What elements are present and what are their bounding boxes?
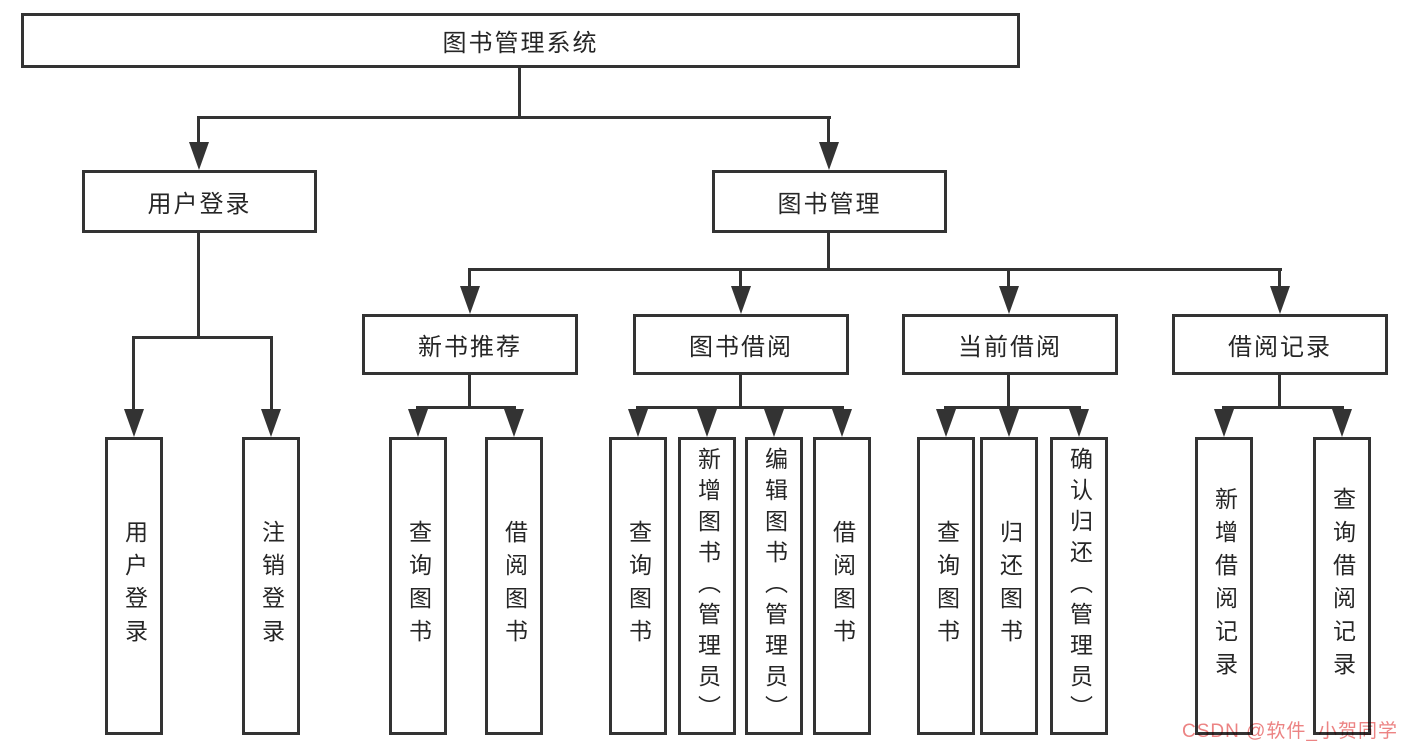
leaf-add-borrow-record: 新增借阅记录 — [1195, 437, 1253, 735]
node-new-books-label: 新书推荐 — [418, 334, 522, 361]
leaf-borrow-book-2: 借阅图书 — [813, 437, 871, 735]
leaf-user-login: 用户登录 — [105, 437, 163, 735]
leaf-logout-label: 注销登录 — [258, 520, 285, 652]
connector — [1007, 268, 1010, 290]
arrowhead-icon — [1270, 286, 1290, 314]
leaf-query-book-2: 查询图书 — [609, 437, 667, 735]
arrowhead-icon — [999, 286, 1019, 314]
leaf-return-book: 归还图书 — [980, 437, 1038, 735]
node-new-books: 新书推荐 — [362, 314, 578, 375]
arrowhead-icon — [936, 409, 956, 437]
connector — [518, 68, 521, 118]
arrowhead-icon — [261, 409, 281, 437]
arrowhead-icon — [1214, 409, 1234, 437]
leaf-query-book-3: 查询图书 — [917, 437, 975, 735]
node-borrow-records-label: 借阅记录 — [1228, 334, 1332, 361]
leaf-add-borrow-record-label: 新增借阅记录 — [1211, 487, 1238, 685]
connector — [197, 116, 831, 119]
arrowhead-icon — [628, 409, 648, 437]
node-user-login: 用户登录 — [82, 170, 317, 233]
node-current-borrow-label: 当前借阅 — [958, 334, 1062, 361]
connector — [1007, 375, 1010, 408]
leaf-query-book-3-label: 查询图书 — [933, 520, 960, 652]
arrowhead-icon — [819, 142, 839, 170]
connector — [468, 268, 471, 290]
node-book-management: 图书管理 — [712, 170, 947, 233]
node-user-login-label: 用户登录 — [147, 191, 252, 218]
connector — [636, 406, 844, 409]
connector — [944, 406, 1081, 409]
leaf-edit-book-admin-label: 编辑图书（管理员） — [761, 446, 788, 726]
node-current-borrow: 当前借阅 — [902, 314, 1118, 375]
node-root-label: 图书管理系统 — [442, 30, 599, 57]
arrowhead-icon — [124, 409, 144, 437]
connector — [739, 268, 742, 290]
leaf-edit-book-admin: 编辑图书（管理员） — [745, 437, 803, 735]
arrowhead-icon — [1069, 409, 1089, 437]
arrowhead-icon — [189, 142, 209, 170]
arrowhead-icon — [697, 409, 717, 437]
arrowhead-icon — [999, 409, 1019, 437]
connector — [1222, 406, 1344, 409]
leaf-borrow-book-1: 借阅图书 — [485, 437, 543, 735]
arrowhead-icon — [731, 286, 751, 314]
leaf-add-book-admin: 新增图书（管理员） — [678, 437, 736, 735]
connector — [468, 268, 1282, 271]
node-book-management-label: 图书管理 — [777, 191, 882, 218]
leaf-logout: 注销登录 — [242, 437, 300, 735]
node-root: 图书管理系统 — [21, 13, 1020, 68]
leaf-query-book-2-label: 查询图书 — [625, 520, 652, 652]
arrowhead-icon — [832, 409, 852, 437]
connector — [197, 116, 200, 148]
leaf-borrow-book-1-label: 借阅图书 — [501, 520, 528, 652]
connector — [1278, 268, 1281, 290]
leaf-query-book-1: 查询图书 — [389, 437, 447, 735]
leaf-query-book-1-label: 查询图书 — [405, 520, 432, 652]
leaf-add-book-admin-label: 新增图书（管理员） — [694, 446, 721, 726]
leaf-confirm-return-admin-label: 确认归还（管理员） — [1066, 446, 1093, 726]
watermark: CSDN @软件_小贺同学 — [1182, 721, 1398, 742]
leaf-user-login-label: 用户登录 — [121, 520, 148, 652]
connector — [132, 336, 273, 339]
node-book-borrow: 图书借阅 — [633, 314, 849, 375]
connector — [197, 233, 200, 339]
node-book-borrow-label: 图书借阅 — [689, 334, 793, 361]
connector — [132, 336, 135, 411]
leaf-query-borrow-record: 查询借阅记录 — [1313, 437, 1371, 735]
arrowhead-icon — [1332, 409, 1352, 437]
connector — [270, 336, 273, 411]
arrowhead-icon — [764, 409, 784, 437]
leaf-return-book-label: 归还图书 — [996, 520, 1023, 652]
leaf-confirm-return-admin: 确认归还（管理员） — [1050, 437, 1108, 735]
arrowhead-icon — [504, 409, 524, 437]
connector — [827, 116, 830, 148]
leaf-query-borrow-record-label: 查询借阅记录 — [1329, 487, 1356, 685]
connector — [1278, 375, 1281, 408]
connector — [416, 406, 516, 409]
arrowhead-icon — [408, 409, 428, 437]
connector — [827, 233, 830, 271]
arrowhead-icon — [460, 286, 480, 314]
connector — [739, 375, 742, 408]
connector — [468, 375, 471, 408]
leaf-borrow-book-2-label: 借阅图书 — [829, 520, 856, 652]
node-borrow-records: 借阅记录 — [1172, 314, 1388, 375]
